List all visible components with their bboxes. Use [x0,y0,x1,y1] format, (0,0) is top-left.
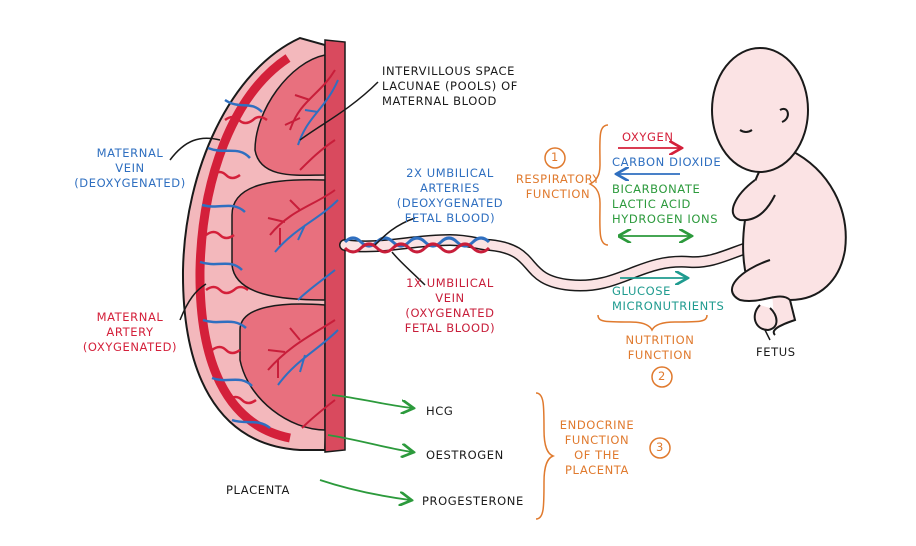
respiratory-number: 1 [551,150,559,164]
respiratory-title-line1: RESPIRATORY [515,172,601,186]
endocrine-group [319,392,671,520]
umbilical-vein-line3: (OXYGENATED [405,306,495,320]
umbilical-arteries-line4: FETAL BLOOD) [404,211,496,225]
fetus-leg [730,259,797,336]
umbilical-vein-twist [343,242,491,254]
wastes-label: BICARBONATE LACTIC ACID HYDROGEN IONS [612,182,718,227]
micronutrients-label: MICRONUTRIENTS [612,299,725,313]
leader-fetus [764,329,771,341]
endocrine-title-line2: FUNCTION [564,433,630,447]
nutrition-title-line2: FUNCTION [627,348,693,362]
fetus-eye [739,129,753,133]
nutrition-brace [597,314,708,332]
leader-maternal-vein [169,137,221,161]
maternal-vein-label: MATERNAL VEIN (DEOXYGENATED) [70,146,190,191]
umbilical-vein-line4: FETAL BLOOD) [404,321,496,335]
endocrine-number-circle [649,437,671,459]
placenta [181,36,346,453]
nutrition-number: 2 [658,369,666,383]
fetus-arm [731,179,776,222]
leader-maternal-artery [179,283,207,321]
nutrients-label: GLUCOSE MICRONUTRIENTS [612,284,724,314]
umbilical-arteries-line2: ARTERIES [419,181,481,195]
respiratory-group [544,124,690,246]
umbilical-cord [339,233,786,292]
maternal-veins [199,98,271,430]
endocrine-title-line4: PLACENTA [565,463,629,477]
umbilical-arteries-line1: 2X UMBILICAL [406,166,494,180]
maternal-artery-label: MATERNAL ARTERY (OXYGENATED) [70,310,190,355]
umbilical-vein-line2: VEIN [435,291,465,305]
oxygen-label: OXYGEN [622,130,674,144]
respiratory-title: RESPIRATORY FUNCTION [508,172,608,202]
nutrition-title: NUTRITION FUNCTION [605,333,715,363]
leader-umbilical-arteries [374,217,416,246]
respiratory-number-circle [544,147,566,169]
fetus-label: FETUS [756,345,796,359]
endocrine-title: ENDOCRINE FUNCTION OF THE PLACENTA [552,418,642,478]
leader-lines [169,81,771,341]
maternal-artery-line1: MATERNAL [96,310,164,324]
nutrition-title-line1: NUTRITION [625,333,695,347]
maternal-vein-line3: (DEOXYGENATED) [74,176,186,190]
respiratory-title-line2: FUNCTION [525,187,591,201]
lactic-acid-label: LACTIC ACID [612,197,692,211]
leader-umbilical-vein [391,251,426,286]
umbilical-vein-line1: 1X UMBILICAL [406,276,494,290]
glucose-label: GLUCOSE [612,284,672,298]
intervillous-line3: MATERNAL BLOOD [382,94,497,108]
bicarbonate-label: BICARBONATE [612,182,701,196]
placenta-label: PLACENTA [226,483,290,497]
umbilical-artery-twist [343,236,491,248]
respiratory-brace [588,124,609,246]
spiral-arteries [205,115,268,405]
leader-intervillous [299,81,379,141]
hydrogen-ions-label: HYDROGEN IONS [612,212,719,226]
fetus-ear [779,107,789,123]
progesterone-arrow [319,479,410,500]
intervillous-label: INTERVILLOUS SPACE LACUNAE (POOLS) OF MA… [382,64,518,109]
umbilical-vein-label: 1X UMBILICAL VEIN (OXYGENATED FETAL BLOO… [390,276,510,336]
fetus [711,47,847,336]
nutrition-group [597,278,708,388]
intervillous-line1: INTERVILLOUS SPACE [382,64,515,78]
umbilical-arteries-label: 2X UMBILICAL ARTERIES (DEOXYGENATED FETA… [395,166,505,226]
carbon-dioxide-label: CARBON DIOXIDE [612,155,722,169]
nutrition-number-circle [651,366,673,388]
oestrogen-label: OESTROGEN [426,448,504,462]
maternal-vein-line2: VEIN [115,161,145,175]
fetus-foot [753,304,778,332]
endocrine-number: 3 [656,440,664,454]
endocrine-title-line1: ENDOCRINE [559,418,635,432]
villous-trees [267,69,339,429]
maternal-artery-line2: ARTERY [106,325,154,339]
hcg-arrow [331,394,412,408]
fetus-head [711,47,809,173]
umbilical-arteries-line3: (DEOXYGENATED [396,196,504,210]
intervillous-line2: LACUNAE (POOLS) OF [382,79,519,93]
maternal-artery-line3: (OXYGENATED) [82,340,178,354]
maternal-vein-line1: MATERNAL [96,146,164,160]
oestrogen-arrow [327,434,412,452]
endocrine-brace [535,392,556,520]
cotyledon-middle [231,178,326,301]
hcg-label: HCG [426,404,454,418]
endocrine-title-line3: OF THE [574,448,620,462]
progesterone-label: PROGESTERONE [422,494,524,508]
